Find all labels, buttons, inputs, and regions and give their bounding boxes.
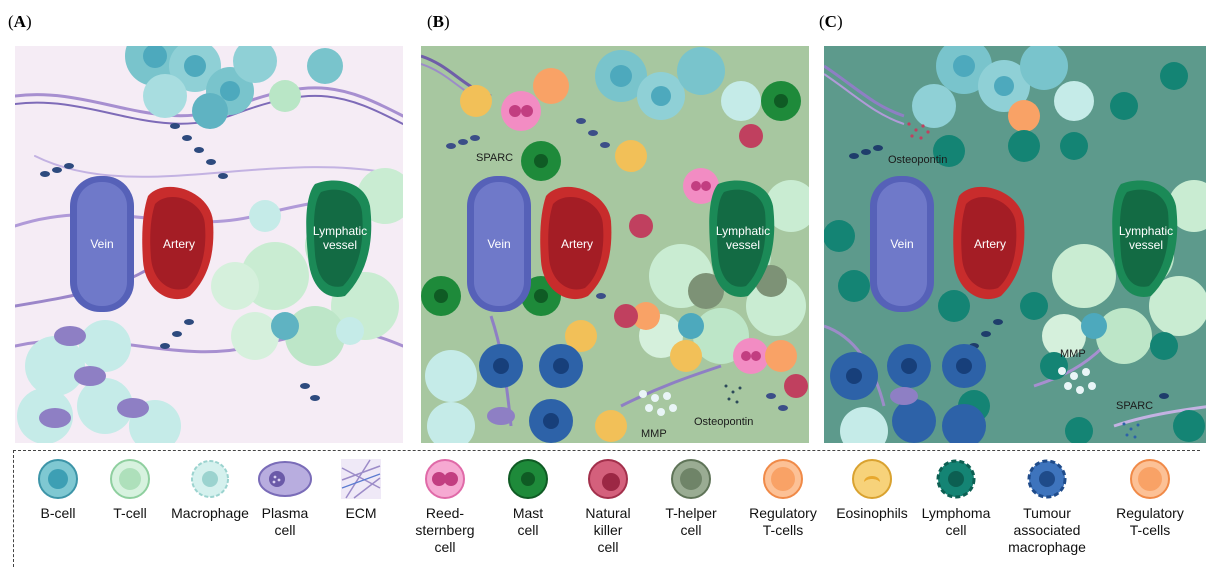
bcell-cluster bbox=[595, 47, 761, 121]
mmp-label: MMP bbox=[641, 428, 667, 440]
lymphatic-vessel-shape bbox=[1112, 180, 1178, 297]
artery-label: Artery bbox=[560, 237, 593, 251]
artery-shape bbox=[953, 186, 1025, 300]
regulatory-t-cell-icon bbox=[1130, 459, 1170, 499]
artery-label: Artery bbox=[973, 237, 1006, 251]
lymphoma-cell-icon bbox=[936, 459, 976, 499]
vein-shape bbox=[467, 176, 531, 312]
ecm-icon bbox=[341, 459, 381, 499]
lymphatic-vessel-shape bbox=[306, 180, 372, 297]
t-cell-icon bbox=[110, 459, 150, 499]
reed-sternberg-cell-icon bbox=[425, 459, 465, 499]
reed-sternberg-cells bbox=[501, 91, 769, 374]
sparc-label: SPARC bbox=[1116, 400, 1154, 412]
vein-label: Vein bbox=[890, 237, 914, 251]
mmp-dots bbox=[639, 390, 677, 416]
tam-and-plasma bbox=[830, 344, 986, 443]
legend-item-ecm: ECM bbox=[313, 458, 409, 539]
osteopontin-label: Osteopontin bbox=[888, 154, 948, 166]
panel-a-illustration bbox=[15, 46, 403, 443]
legend-item-t-cell: T-cell bbox=[82, 458, 178, 539]
bcell-cluster bbox=[912, 46, 1094, 132]
tcell-cluster bbox=[211, 168, 403, 366]
legend-box bbox=[13, 450, 1200, 567]
vein-label: Vein bbox=[487, 237, 511, 251]
artery-shape bbox=[540, 186, 612, 300]
vein-shape bbox=[870, 176, 934, 312]
osteopontin-label: Osteopontin bbox=[694, 416, 754, 428]
lymphatic-vessel-shape bbox=[709, 180, 775, 297]
tam-and-plasma bbox=[425, 344, 583, 443]
macrophage-icon bbox=[191, 460, 229, 498]
panel-b-label: (B) bbox=[427, 12, 450, 31]
sparc-dots bbox=[1122, 422, 1140, 439]
osteopontin-dots bbox=[724, 384, 742, 404]
artery-shape bbox=[142, 186, 214, 300]
legend-item-macrophage: Macrophage bbox=[162, 458, 258, 539]
sparc-label: SPARC bbox=[476, 152, 514, 164]
plasma-cluster bbox=[17, 320, 181, 443]
eosinophils-and-tregs bbox=[460, 68, 797, 442]
legend-item-eosinophils: Eosinophils bbox=[824, 458, 920, 539]
plasma-cell-icon bbox=[258, 461, 312, 497]
panel-c-illustration bbox=[824, 46, 1206, 443]
legend-item-b-cell: B-cell bbox=[10, 458, 106, 539]
bcell-cluster bbox=[125, 46, 343, 129]
nk-cells bbox=[614, 124, 808, 398]
panel-b-illustration bbox=[421, 47, 809, 443]
artery-label: Artery bbox=[162, 237, 195, 251]
regulatory-t-cell-icon bbox=[763, 459, 803, 499]
t-helper-cell-icon bbox=[671, 459, 711, 499]
mmp-label: MMP bbox=[1060, 348, 1086, 360]
mast-cell-icon bbox=[508, 459, 548, 499]
tumour-associated-macrophage-icon bbox=[1027, 459, 1067, 499]
lymph-chain bbox=[446, 118, 788, 411]
osteopontin-dots bbox=[907, 122, 930, 140]
lymph-chain bbox=[40, 123, 320, 401]
natural-killer-cell-icon bbox=[588, 459, 628, 499]
vein-label: Vein bbox=[90, 237, 114, 251]
vein-shape bbox=[70, 176, 134, 312]
eosinophil-icon bbox=[852, 459, 892, 499]
mmp-dots bbox=[1058, 367, 1096, 394]
panel-c-label: (C) bbox=[819, 12, 843, 31]
b-cell-icon bbox=[38, 459, 78, 499]
panel-a-label: (A) bbox=[8, 12, 32, 31]
